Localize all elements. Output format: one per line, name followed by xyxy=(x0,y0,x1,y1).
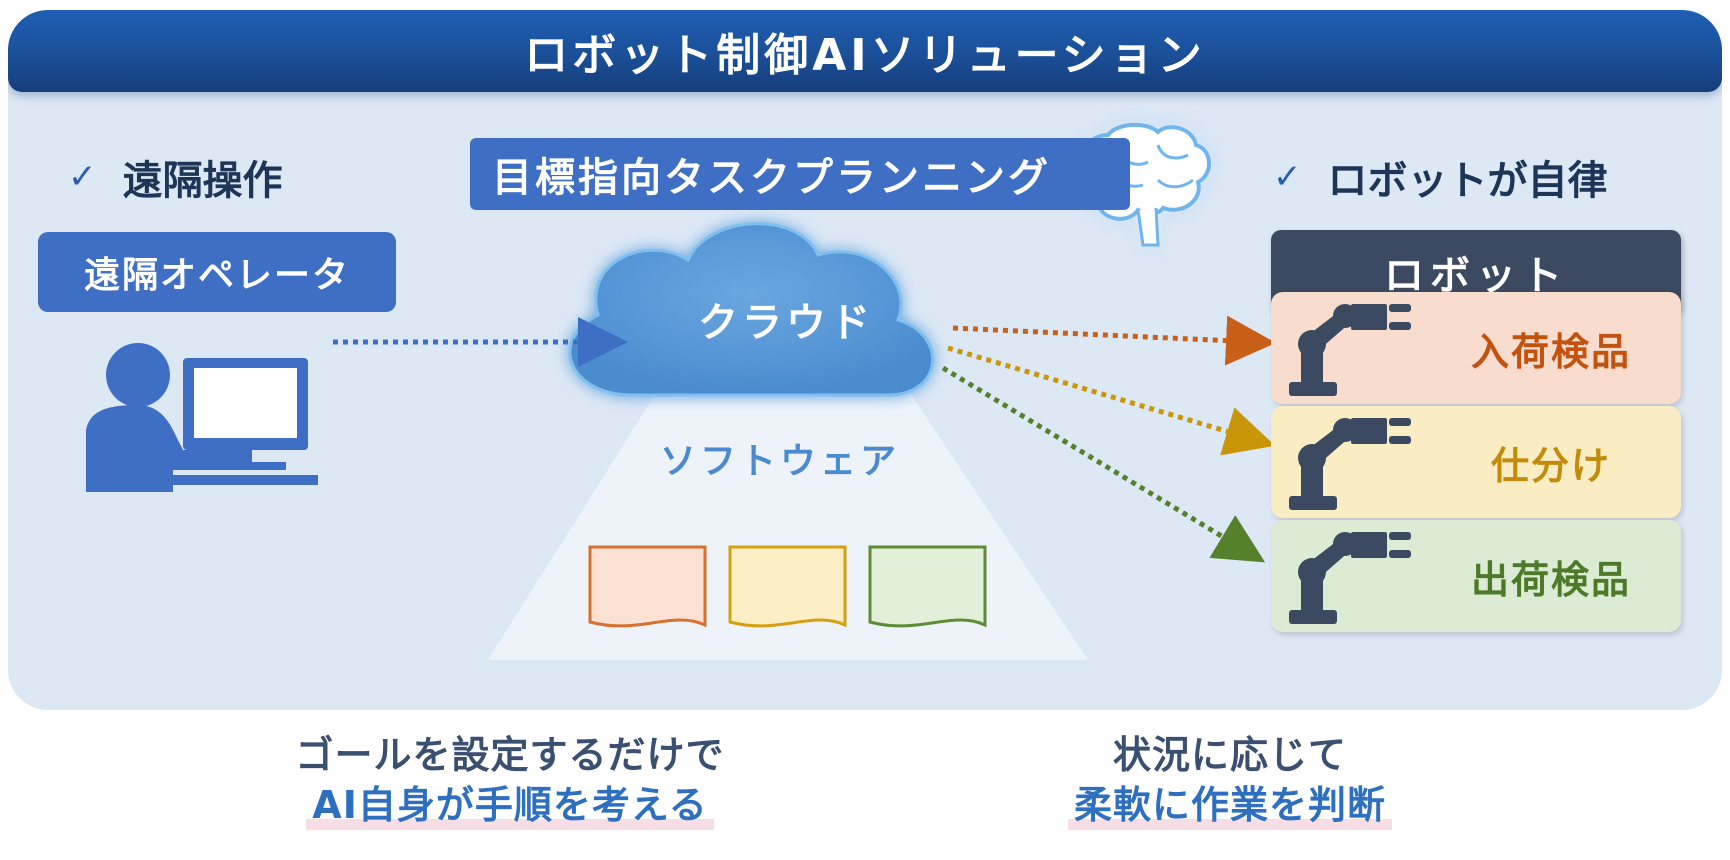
remote-operation-heading: ✓ 遠隔操作 xyxy=(68,148,283,206)
cloud-label: クラウド xyxy=(698,300,874,346)
caption-left: ゴールを設定するだけで AI自身が手順を考える xyxy=(230,730,790,830)
caption-left-line2: AI自身が手順を考える xyxy=(306,780,714,830)
robot-arm-icon xyxy=(1289,532,1411,624)
title-bar: ロボット制御AIソリューション xyxy=(8,10,1722,92)
arrow-cloud-to-sorting xyxy=(947,345,1276,456)
task-planning-banner: 目標指向タスクプランニング xyxy=(470,138,1130,210)
task-shipping-inspection: 出荷検品 xyxy=(1271,520,1681,632)
task-label: 入荷検品 xyxy=(1470,329,1631,374)
autonomous-robot-heading-text: ロボットが自律 xyxy=(1327,158,1608,204)
diagram-graphics xyxy=(86,122,1276,660)
arrow-cloud-to-receiving xyxy=(952,315,1276,366)
task-sorting: 仕分け xyxy=(1271,406,1681,518)
check-icon: ✓ xyxy=(68,157,97,197)
software-label: ソフトウェア xyxy=(660,441,901,482)
document-icon-green xyxy=(868,545,987,628)
caption-right: 状況に応じて 柔軟に作業を判断 xyxy=(1020,730,1440,830)
operator-computer-icon xyxy=(86,343,318,492)
remote-operation-heading-text: 遠隔操作 xyxy=(122,158,283,204)
caption-left-line1: ゴールを設定するだけで xyxy=(295,733,725,777)
caption-right-line1: 状況に応じて xyxy=(1112,733,1347,777)
task-label: 仕分け xyxy=(1490,443,1611,488)
page-title: ロボット制御AIソリューション xyxy=(524,30,1206,81)
remote-operator-box: 遠隔オペレータ xyxy=(38,232,396,312)
check-icon: ✓ xyxy=(1273,157,1302,197)
document-icon-orange xyxy=(588,545,707,628)
robot-arm-icon xyxy=(1289,304,1411,396)
robot-arm-icon xyxy=(1289,418,1411,510)
document-icon-yellow xyxy=(728,545,847,628)
task-receiving-inspection: 入荷検品 xyxy=(1271,292,1681,404)
autonomous-robot-heading: ✓ ロボットが自律 xyxy=(1273,148,1608,206)
solution-panel: ロボット制御AIソリューション xyxy=(8,10,1722,710)
caption-right-line2: 柔軟に作業を判断 xyxy=(1067,780,1392,830)
task-label: 出荷検品 xyxy=(1470,557,1631,602)
